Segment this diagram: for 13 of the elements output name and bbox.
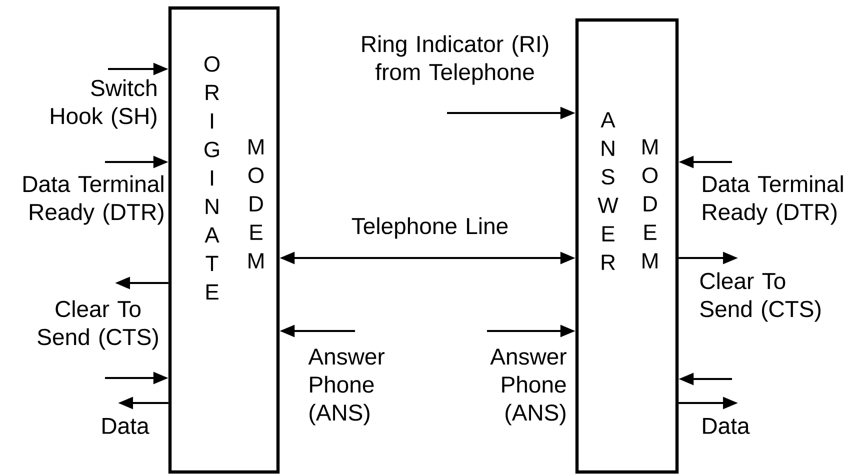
edge-label: Clear To Send (CTS) xyxy=(700,272,820,322)
edge-label: Data Terminal Ready (DTR) xyxy=(24,175,164,225)
edge-label: Switch Hook (SH) xyxy=(51,79,156,129)
edge-label: Data Terminal Ready (DTR) xyxy=(703,175,843,225)
modem-box: ANSWER MODEM xyxy=(575,18,679,474)
edge-label: Answer Phone (ANS) xyxy=(490,348,566,426)
modem-box: ORIGINATE MODEM xyxy=(168,6,280,474)
edge-label: Data xyxy=(102,418,150,434)
edge-label: Telephone Line xyxy=(352,217,508,239)
edge-label: Clear To Send (CTS) xyxy=(38,300,158,350)
edge-label: Answer Phone (ANS) xyxy=(308,348,384,426)
edge-label: Ring Indicator (RI) from Telephone xyxy=(362,35,548,85)
edge-label: Data xyxy=(703,418,750,434)
